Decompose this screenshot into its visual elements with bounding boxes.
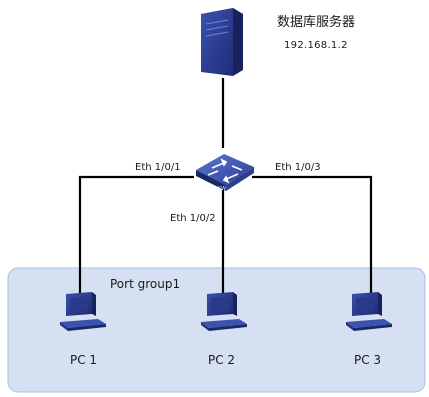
pc-label-1: PC 1	[70, 353, 97, 367]
port-label-eth-1-0-2: Eth 1/0/2	[170, 213, 216, 224]
switch-badge: SW	[218, 186, 226, 192]
link-switch-pc1	[78, 175, 194, 296]
pc-icon	[60, 292, 106, 331]
port-group-label: Port group1	[110, 277, 180, 291]
server-tower-icon	[201, 8, 243, 76]
pc-icon	[201, 292, 247, 331]
server-ip: 192.168.1.2	[284, 40, 348, 51]
switch-icon: SW	[196, 154, 254, 192]
pc-icon	[346, 292, 392, 331]
links	[78, 78, 373, 296]
port-label-eth-1-0-1: Eth 1/0/1	[135, 162, 181, 173]
link-switch-pc3	[252, 175, 373, 296]
port-label-eth-1-0-3: Eth 1/0/3	[275, 162, 321, 173]
server-name: 数据库服务器	[277, 14, 355, 30]
pc-label-2: PC 2	[208, 353, 235, 367]
pc-label-3: PC 3	[354, 353, 381, 367]
